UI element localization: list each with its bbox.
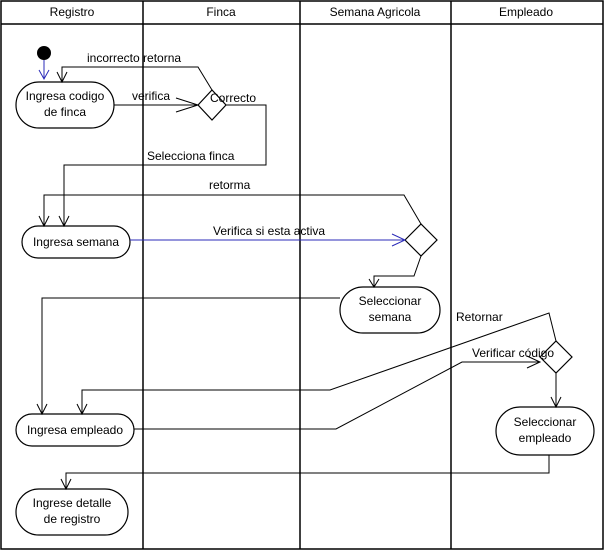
activity-label: de finca — [44, 105, 86, 119]
arrowhead — [56, 71, 68, 84]
lane-title-semana-agricola: Semana Agricola — [330, 5, 421, 19]
flow-label-verificar-codigo: Verificar código — [472, 346, 554, 360]
activity-ingrese-detalle-registro — [15, 488, 129, 536]
activity-label: Ingresa codigo — [26, 89, 105, 103]
flow-retornar — [81, 312, 557, 414]
arrowhead — [368, 278, 380, 288]
activity-ingresa-semana — [21, 225, 131, 259]
arrowhead — [36, 403, 48, 416]
flow-label-retornar: Retornar — [456, 310, 503, 324]
flow-label-retorma: retorma — [209, 178, 251, 192]
arrowhead — [76, 403, 88, 416]
flow-label-selecciona-finca: Selecciona finca — [147, 149, 235, 163]
activity-label: Ingresa semana — [33, 235, 119, 249]
flow-label-correcto: Correcto — [210, 91, 256, 105]
flow-semana-seleccionada — [41, 297, 340, 414]
lane-title-finca: Finca — [206, 5, 236, 19]
activity-label: Seleccionar — [514, 415, 577, 429]
activity-label: empleado — [519, 431, 572, 445]
arrowhead — [58, 215, 70, 228]
activity-label: semana — [369, 310, 412, 324]
arrowhead — [391, 233, 407, 247]
activity-label: Ingrese detalle — [33, 496, 112, 510]
lane-title-empleado: Empleado — [499, 5, 553, 19]
flow-label-verifica-si-esta-activa: Verifica si esta activa — [213, 224, 325, 238]
arrowhead — [38, 215, 50, 228]
flow-incorrecto-retorna — [61, 66, 213, 91]
activity-label: de registro — [44, 512, 101, 526]
activity-label: Ingresa empleado — [27, 423, 123, 437]
lane-title-registro: Registro — [50, 5, 95, 19]
flow-label-incorrecto-retorna: incorrecto retorna — [87, 51, 181, 65]
flow-empleado-seleccionado — [65, 455, 550, 489]
flow-label-verifica: verifica — [132, 89, 170, 103]
initial-node — [37, 46, 51, 60]
activity-seleccionar-semana — [339, 286, 441, 334]
activity-ingresa-empleado — [15, 413, 135, 447]
activity-seleccionar-empleado — [495, 406, 595, 456]
activity-label: Seleccionar — [359, 294, 422, 308]
arrowhead — [550, 396, 562, 409]
decision-semana-activa — [404, 223, 438, 257]
arrowhead — [60, 478, 72, 491]
arrowhead — [175, 97, 200, 113]
flow-semana-activa — [373, 255, 422, 287]
flow-retorma — [43, 194, 422, 226]
flow-verificar-codigo — [134, 361, 540, 430]
flow-correcto-selecciona-finca — [63, 104, 267, 226]
arrowhead — [38, 69, 50, 81]
decision-codigo-empleado — [539, 340, 573, 374]
arrowhead — [526, 355, 542, 369]
